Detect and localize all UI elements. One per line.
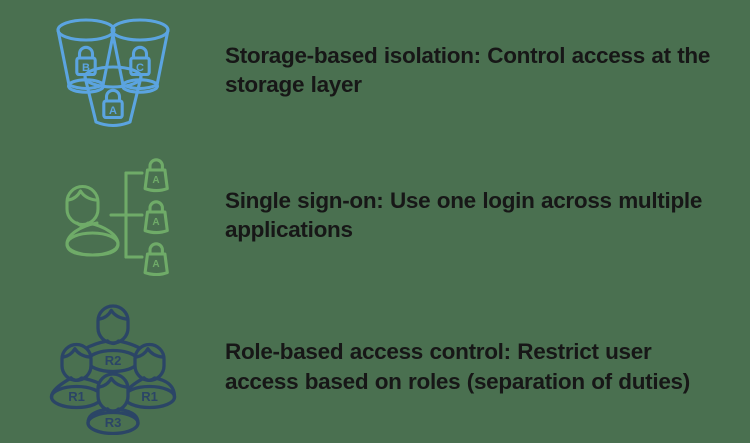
caption-single-sign-on: Single sign-on: Use one login across mul… [225, 187, 703, 242]
storage-buckets-lock-icon: B C A [55, 18, 170, 128]
svg-text:R1: R1 [141, 389, 158, 404]
diagram-row-storage-based-isolation: B C A [0, 0, 750, 140]
text-cell-sso: Single sign-on: Use one login across mul… [225, 186, 750, 245]
svg-text:R1: R1 [68, 389, 85, 404]
role-based-access-control-users-icon: R2 R1 R1 [49, 303, 176, 435]
diagram-row-single-sign-on: A A A Single sign-on: Use one login acro… [0, 140, 750, 290]
icon-cell-storage: B C A [0, 11, 225, 129]
icon-cell-sso: A A A [0, 154, 225, 276]
single-sign-on-user-locks-icon: A A A [65, 158, 169, 276]
svg-text:A: A [152, 175, 159, 186]
svg-text:R2: R2 [104, 353, 121, 368]
text-cell-rbac: Role-based access control: Restrict user… [225, 337, 750, 396]
svg-text:B: B [82, 62, 90, 74]
caption-role-based-access-control: Role-based access control: Restrict user… [225, 339, 690, 394]
svg-text:A: A [152, 259, 159, 270]
svg-text:R3: R3 [104, 415, 121, 430]
icon-cell-rbac: R2 R1 R1 [0, 299, 225, 435]
text-cell-storage: Storage-based isolation: Control access … [225, 41, 750, 100]
svg-text:C: C [136, 62, 144, 74]
svg-text:A: A [109, 105, 117, 117]
caption-storage-based-isolation: Storage-based isolation: Control access … [225, 42, 711, 97]
svg-text:A: A [152, 217, 159, 228]
diagram-row-role-based-access-control: R2 R1 R1 [0, 290, 750, 443]
